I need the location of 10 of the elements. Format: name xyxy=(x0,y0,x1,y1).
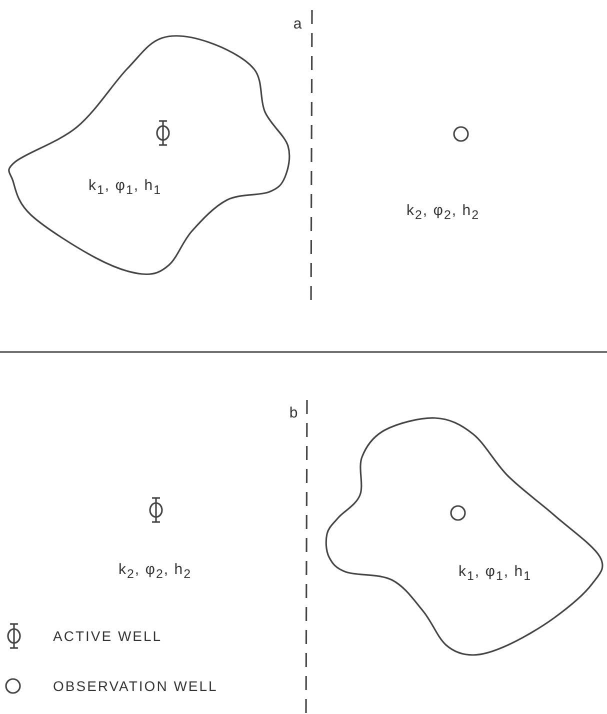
reservoir-region xyxy=(10,34,292,278)
panel-letter: a xyxy=(293,16,303,32)
reservoir-region xyxy=(325,415,605,659)
parameter-label: k$_{1}$, φ$_{1}$, h$_{1}$ xyxy=(458,564,532,582)
legend-label: ACTIVE WELL xyxy=(53,629,162,643)
parameter-label: k$_{2}$, φ$_{2}$, h$_{2}$ xyxy=(118,562,192,580)
parameter-label: k$_{2}$, φ$_{2}$, h$_{2}$ xyxy=(406,202,480,222)
legend-label: OBSERVATION WELL xyxy=(53,679,218,693)
panel-letter: b xyxy=(289,406,299,420)
parameter-label: k$_{1}$, φ$_{1}$, h$_{1}$ xyxy=(88,178,162,196)
